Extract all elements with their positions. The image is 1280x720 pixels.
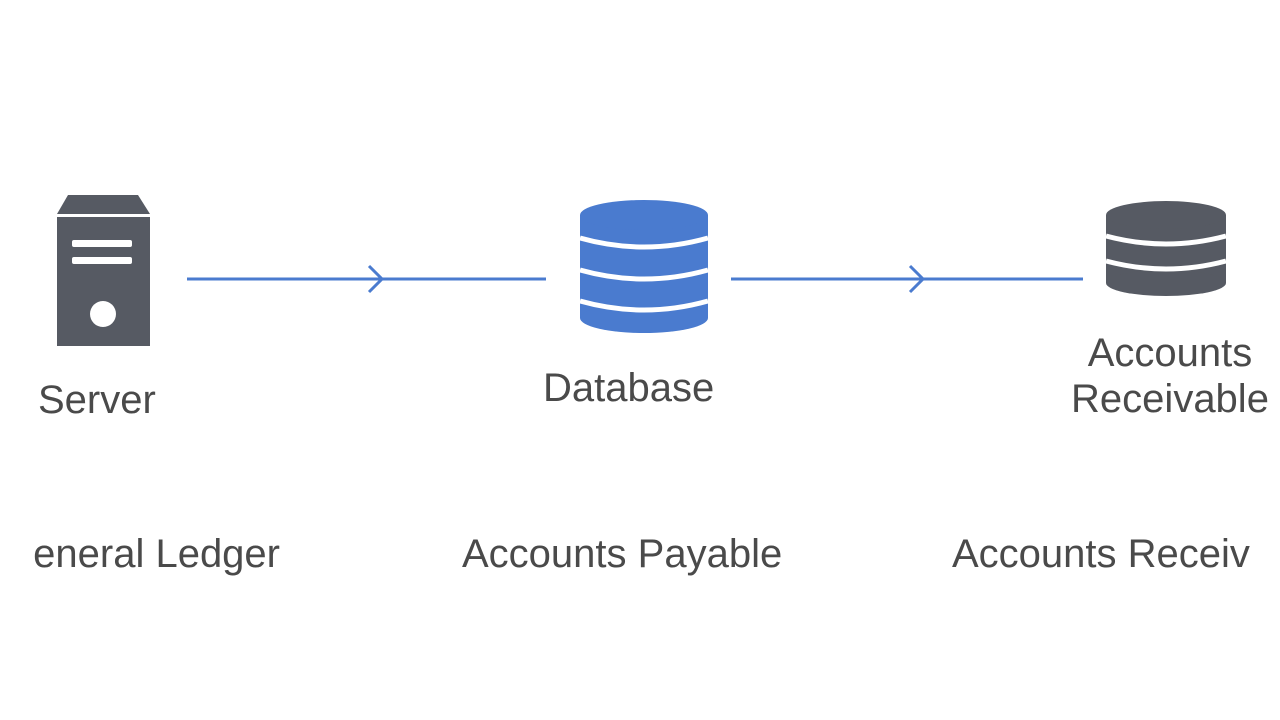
caption-general-ledger: eneral Ledger (33, 532, 280, 576)
node-label-accounts-receivable: Accounts Receivable (1055, 330, 1280, 422)
node-label-server: Server (38, 378, 156, 422)
node-label-database: Database (543, 366, 715, 410)
flow-arrow-1 (187, 264, 546, 294)
database-icon (1105, 201, 1227, 296)
flow-arrow-2 (731, 264, 1083, 294)
node-label-line-2: Receivable (1071, 377, 1269, 421)
caption-accounts-receivable: Accounts Receiv (952, 532, 1250, 576)
database-icon (579, 200, 709, 333)
server-icon (57, 195, 150, 346)
caption-accounts-payable: Accounts Payable (462, 532, 783, 576)
node-label-line-1: Accounts (1087, 331, 1253, 375)
